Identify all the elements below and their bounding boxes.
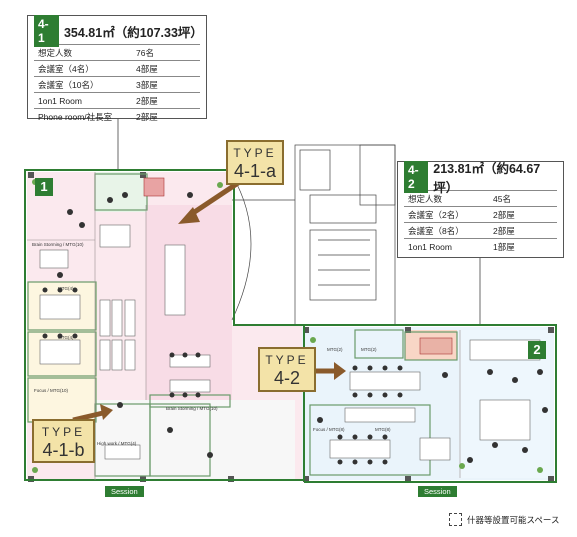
- chairs: [42, 192, 548, 465]
- row-label: 会議室（4名）: [34, 60, 132, 77]
- zone-1-area: [27, 172, 302, 480]
- callout-type-name: 4-1-b: [42, 440, 85, 460]
- legend: 什器等設置可能スペース: [449, 513, 559, 526]
- type-callout-4-1-b[interactable]: TYPE 4-1-b: [32, 419, 95, 463]
- type-callout-4-2[interactable]: TYPE 4-2: [258, 347, 316, 392]
- area-4-1: 354.81㎡（約107.33坪）: [63, 25, 203, 40]
- row-label: 1on1 Room: [34, 92, 132, 109]
- row-label: 会議室（10名）: [34, 76, 132, 93]
- room-label-mtg4-b: MTG(4): [58, 335, 74, 340]
- room-label-brainstorm-left: Brain Storming / MTG(10): [32, 242, 84, 247]
- table-row: 会議室（4名）4部屋: [34, 60, 200, 77]
- callout-type-name: 4-2: [273, 368, 300, 388]
- row-label: 想定人数: [404, 190, 489, 207]
- row-value: 76名: [132, 44, 200, 61]
- row-value: 2部屋: [489, 206, 557, 223]
- row-label: 会議室（8名）: [404, 222, 489, 239]
- row-label: Phone room/社長室: [34, 108, 132, 124]
- row-value: 3部屋: [132, 76, 200, 93]
- session-label-left: Session: [105, 486, 144, 497]
- table-row: 会議室（8名）2部屋: [404, 222, 557, 239]
- room-label-brainstorm-center: Brain Storming / MTG(10): [166, 406, 218, 411]
- type-callout-4-1-a[interactable]: TYPE 4-1-a: [226, 140, 284, 185]
- room-label-mtg2-b: MTG(2): [361, 347, 377, 352]
- row-label: 会議室（2名）: [404, 206, 489, 223]
- info-box-4-1-header: 4-1 354.81㎡（約107.33坪）: [34, 15, 203, 47]
- room-label-mtg4-a: MTG(4): [58, 286, 74, 291]
- room-label-focus-right: Focus / MTG(8): [313, 427, 345, 432]
- room-label-high-work: High work / MTG(4): [97, 441, 137, 446]
- table-row: 会議室（10名）3部屋: [34, 76, 200, 93]
- row-value: 2部屋: [132, 108, 200, 124]
- callout-arrows: [72, 180, 346, 423]
- interior-walls-2: [27, 172, 461, 480]
- callout-type-label: TYPE: [41, 425, 86, 439]
- row-value: 2部屋: [132, 92, 200, 109]
- desk-clusters-2: [329, 339, 541, 461]
- legend-text: 什器等設置可能スペース: [467, 514, 560, 525]
- info-box-4-2-header: 4-2 213.81㎡（約64.67坪）: [404, 161, 557, 195]
- zone-badge-2: 2: [528, 341, 546, 359]
- row-label: 1on1 Room: [404, 238, 489, 254]
- session-label-right: Session: [418, 486, 457, 497]
- table-row: 会議室（2名）2部屋: [404, 206, 557, 223]
- room-label-focus-left: Focus / MTG(10): [34, 388, 69, 393]
- row-value: 45名: [489, 190, 557, 207]
- dashed-box-icon: [449, 513, 462, 526]
- row-value: 2部屋: [489, 222, 557, 239]
- desk-clusters: [39, 224, 211, 460]
- callout-type-label: TYPE: [265, 353, 309, 367]
- floor-tag-4-2: 4-2: [404, 161, 429, 193]
- kitchen-area: [143, 177, 453, 355]
- room-label-mtg8: MTG(8): [375, 427, 391, 432]
- room-label-mtg2-a: MTG(2): [327, 347, 343, 352]
- callout-type-name: 4-1-a: [233, 161, 277, 181]
- zone-badge-1: 1: [35, 178, 53, 196]
- floor-tag-4-1: 4-1: [34, 15, 59, 47]
- callout-type-label: TYPE: [233, 146, 277, 160]
- area-4-2: 213.81㎡（約64.67坪）: [433, 162, 541, 195]
- row-value: 1部屋: [489, 238, 557, 254]
- row-label: 想定人数: [34, 44, 132, 61]
- row-value: 4部屋: [132, 60, 200, 77]
